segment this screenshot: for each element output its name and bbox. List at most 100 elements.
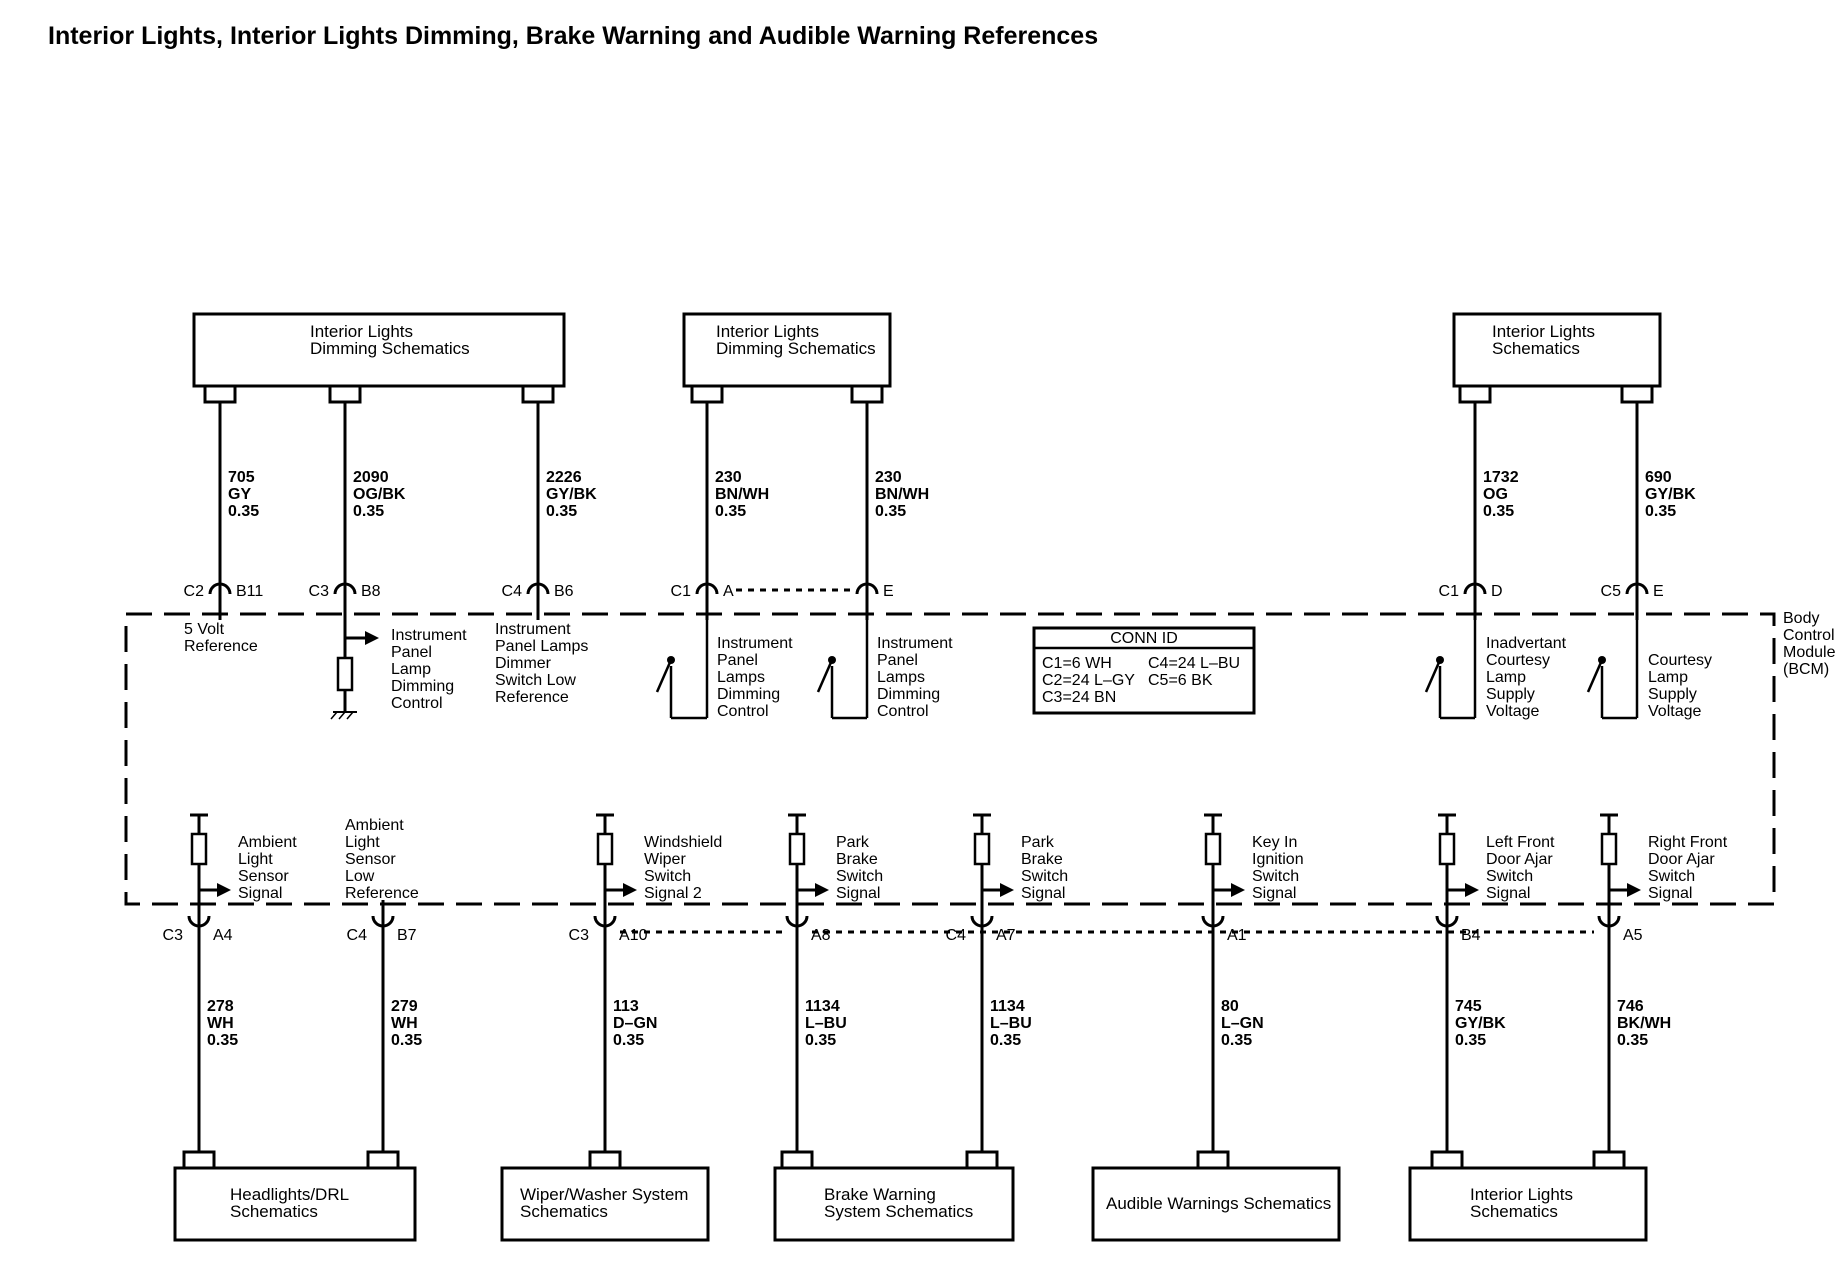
wire-label-745-line: GY/BK	[1455, 1015, 1506, 1032]
pin-id: A1	[1227, 927, 1247, 944]
resistor-icon	[596, 832, 614, 866]
connector-pin-icon	[855, 582, 879, 595]
wire-label-279-line: WH	[391, 1015, 418, 1032]
connector-tab	[1196, 1150, 1230, 1168]
pin-id: E	[883, 583, 894, 600]
connector-pin-icon	[208, 582, 232, 595]
top-box-interior	[1452, 312, 1662, 388]
switch-blade-icon	[1424, 659, 1442, 693]
desc-113-line: Wiper	[644, 851, 686, 868]
desc-ip-lamp-dimming-line: Lamp	[391, 661, 431, 678]
wire-label-746-line: BK/WH	[1617, 1015, 1671, 1032]
bottom-box-wiper-label-line: Schematics	[520, 1202, 608, 1221]
bottom-box-brake-label-line: Brake Warning	[824, 1185, 936, 1204]
connector-tab	[182, 1150, 216, 1168]
connector-pin-icon	[187, 915, 211, 928]
wire-label-230a-line: 230	[715, 469, 742, 486]
desc-1134a-line: Signal	[836, 885, 880, 902]
desc-courtesy-lamp-line: Supply	[1648, 686, 1697, 703]
wire-label-1134b-line: L–BU	[990, 1015, 1032, 1032]
connector-id: C4	[946, 927, 967, 944]
wire-label-1134a-line: 1134	[805, 998, 840, 1015]
desc-1134a-line: Switch	[836, 868, 883, 885]
wire-label-2090-line: 2090	[353, 469, 389, 486]
wire-label-1134b-line: 1134	[990, 998, 1025, 1015]
desc-278-line: Sensor	[238, 868, 289, 885]
desc-ip-lamps-dimming-1-line: Control	[717, 703, 769, 720]
pin-id: A	[723, 583, 734, 600]
conn-id-header: CONN ID	[1110, 630, 1178, 647]
resistor-icon	[336, 656, 354, 692]
desc-278-line: Light	[238, 851, 273, 868]
desc-1134a-line: Brake	[836, 851, 878, 868]
desc-courtesy-lamp-line: Lamp	[1648, 669, 1688, 686]
bcm-name-line: Control	[1783, 627, 1835, 644]
wire-label-113-line: 113	[613, 998, 639, 1015]
wire-label-278-line: WH	[207, 1015, 234, 1032]
connector-id: C4	[347, 927, 368, 944]
pin-id: A10	[619, 927, 648, 944]
switch-blade-icon	[1586, 659, 1604, 693]
desc-80-line: Ignition	[1252, 851, 1304, 868]
desc-inadvertant-courtesy-line: Voltage	[1486, 703, 1539, 720]
connector-tab	[521, 386, 555, 404]
connector-id: C1	[671, 583, 692, 600]
connector-pin-icon	[371, 915, 395, 928]
bottom-box-interior-label-line: Interior Lights	[1470, 1185, 1573, 1204]
resistor-icon	[1600, 832, 1618, 866]
desc-5v-reference-line: Reference	[184, 638, 258, 655]
connector-tab	[1592, 1150, 1626, 1168]
desc-dimmer-switch-low-line: Panel Lamps	[495, 638, 588, 655]
desc-746-line: Signal	[1648, 885, 1692, 902]
bottom-box-wiper	[500, 1166, 710, 1242]
top-box-dimming-2-label-line: Interior Lights	[716, 322, 819, 341]
wire-label-80-line: L–GN	[1221, 1015, 1264, 1032]
desc-279-line: Reference	[345, 885, 419, 902]
bottom-box-headlights-label-line: Headlights/DRL	[230, 1185, 349, 1204]
desc-745-line: Door Ajar	[1486, 851, 1553, 868]
desc-1134a-line: Park	[836, 834, 870, 851]
wire-label-2090-line: OG/BK	[353, 486, 406, 503]
desc-80-line: Signal	[1252, 885, 1296, 902]
connector-tab	[1458, 386, 1492, 404]
desc-745-line: Left Front	[1486, 834, 1555, 851]
conn-id-row: C2=24 L–GY	[1042, 672, 1135, 689]
top-box-interior-label-line: Schematics	[1492, 339, 1580, 358]
arrow-right-icon	[815, 883, 829, 897]
desc-279-line: Light	[345, 834, 380, 851]
wire-label-230b-line: 230	[875, 469, 902, 486]
top-box-dimming-2-label-line: Dimming Schematics	[716, 339, 876, 358]
desc-ip-lamps-dimming-2-line: Control	[877, 703, 929, 720]
ground-hatch	[338, 711, 346, 720]
wire-label-230a-line: 0.35	[715, 503, 746, 520]
top-box-dimming-1	[192, 312, 566, 388]
wire-label-746-line: 0.35	[1617, 1032, 1648, 1049]
resistor-icon	[1204, 832, 1222, 866]
desc-ip-lamp-dimming-line: Panel	[391, 644, 432, 661]
connector-id: C3	[163, 927, 184, 944]
bcm-name-line: Module	[1783, 644, 1836, 661]
connector-pin-icon	[333, 582, 357, 595]
desc-ip-lamps-dimming-2-line: Panel	[877, 652, 918, 669]
connector-pin-icon	[785, 915, 809, 928]
top-box-interior-label-line: Interior Lights	[1492, 322, 1595, 341]
top-box-dimming-2	[682, 312, 892, 388]
connector-tab	[203, 386, 237, 404]
pin-id: B4	[1461, 927, 1481, 944]
bottom-box-headlights-label-line: Schematics	[230, 1202, 318, 1221]
desc-278-line: Ambient	[238, 834, 297, 851]
bottom-box-brake	[773, 1166, 1015, 1242]
wire-label-80-line: 0.35	[1221, 1032, 1252, 1049]
conn-id-row: C5=6 BK	[1148, 672, 1213, 689]
bottom-box-headlights	[173, 1166, 417, 1242]
wire-label-1732-line: 0.35	[1483, 503, 1514, 520]
desc-inadvertant-courtesy-line: Lamp	[1486, 669, 1526, 686]
